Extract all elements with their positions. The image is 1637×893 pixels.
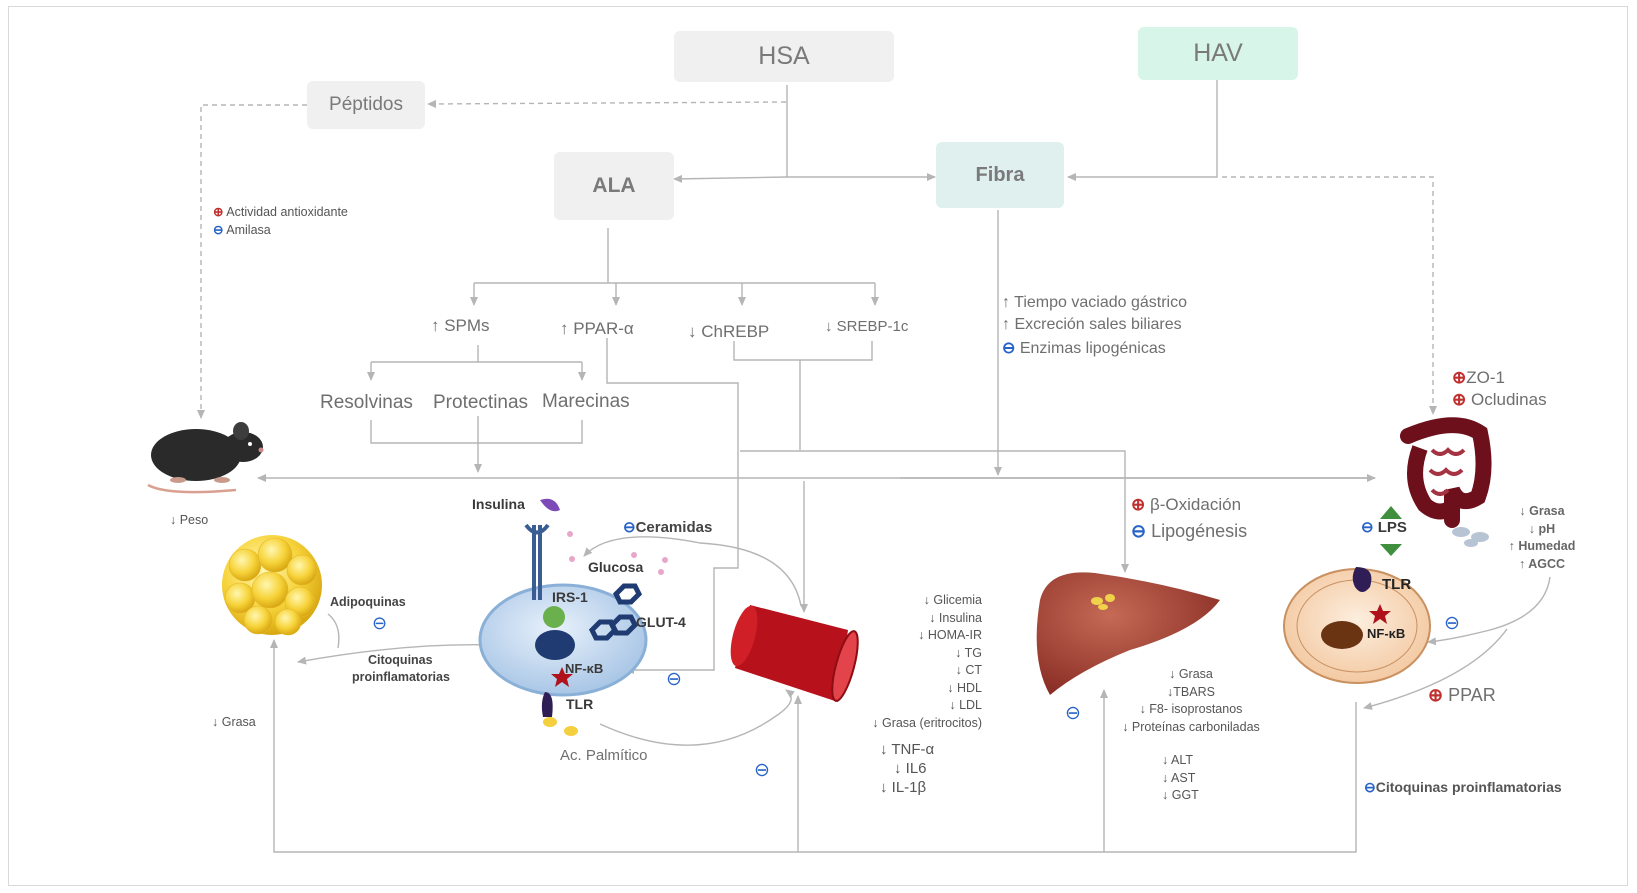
insulina-label: Insulina <box>472 496 525 512</box>
gut-tlr-label: TLR <box>1382 576 1412 593</box>
liver-decrease: ⊖ <box>1065 703 1081 724</box>
weight-label: ↓ Peso <box>170 513 209 527</box>
srebp-label: ↓ SREBP-1c <box>825 318 909 335</box>
ala-box: ALA <box>554 152 674 220</box>
protectinas-label: Protectinas <box>433 392 529 413</box>
ocludinas-label: ⊕ Ocludinas <box>1452 390 1547 409</box>
gut-effect: ↓ pH <box>1528 521 1556 536</box>
blood-marker: ↓ HOMA-IR <box>918 628 982 642</box>
hav-box: HAV <box>1138 27 1298 80</box>
gut-effect: ↑ Humedad <box>1508 539 1576 553</box>
liver-markers-list: ↓ Grasa ↓TBARS ↓ F8- isoprostanos ↓ Prot… <box>1106 666 1276 736</box>
intestine-icon <box>1400 417 1492 547</box>
lps-label: ⊖ LPS <box>1361 519 1407 536</box>
blood-marker: ↓ LDL <box>949 698 982 712</box>
blood-marker: ↓ Insulina <box>929 610 982 625</box>
gut-effect: ↓ Grasa <box>1519 504 1565 518</box>
gut-nfkb-label: NF-κB <box>1367 626 1406 641</box>
irs1-label: IRS-1 <box>552 589 588 605</box>
liver-marker: ↓ Grasa <box>1169 667 1213 681</box>
fibra-effect-enzymes: ⊖ Enzimas lipogénicas <box>1002 340 1166 357</box>
adipoquinas-label: Adipoquinas <box>330 595 406 609</box>
gut-citoquinas-label: ⊖Citoquinas proinflamatorias <box>1364 779 1562 795</box>
cell-icon <box>478 498 668 736</box>
blood-marker: ↓ TG <box>955 645 982 660</box>
mouse-icon <box>147 422 264 494</box>
spms-label: ↑ SPMs <box>431 316 490 335</box>
adipose-tissue-icon <box>222 535 322 636</box>
blood-marker: ↓ HDL <box>947 680 982 695</box>
gut-decrease: ⊖ <box>1444 613 1460 634</box>
fibra-effect-bile: ↑ Excreción sales biliares <box>1002 316 1182 333</box>
liver-marker: ↓TBARS <box>1167 684 1215 699</box>
marecinas-label: Marecinas <box>542 391 630 412</box>
liver-icon <box>1036 572 1220 695</box>
glut4-label: GLUT-4 <box>636 614 686 630</box>
liver-enzyme: ↓ AST <box>1162 770 1196 785</box>
liver-marker: ↓ Proteínas carboniladas <box>1122 719 1260 734</box>
palmitic-decrease: ⊖ <box>754 760 770 781</box>
fibra-box: Fibra <box>936 142 1064 208</box>
citoquinas-label-2: proinflamatorias <box>352 670 450 684</box>
liver-enzymes-list: ↓ ALT ↓ AST ↓ GGT <box>1162 752 1199 805</box>
resolvinas-label: Resolvinas <box>320 392 413 413</box>
macrophage-icon <box>1283 506 1431 684</box>
blood-marker: ↓ CT <box>955 663 982 677</box>
cell-ppar-decrease: ⊖ <box>666 669 682 690</box>
blood-cytokines-list: ↓ TNF-α ↓ IL6 ↓ IL-1β <box>880 740 934 797</box>
ppar-alpha-label: ↑ PPAR-α <box>560 319 634 338</box>
hsa-box: HSA <box>674 31 894 82</box>
fibra-effect-gastric: ↑ Tiempo vaciado gástrico <box>1002 294 1187 311</box>
ppar-label: ⊕ PPAR <box>1428 685 1496 705</box>
blood-marker: ↓ Glicemia <box>923 593 982 607</box>
gut-effect: ↑ AGCC <box>1518 556 1566 571</box>
liver-marker: ↓ F8- isoprostanos <box>1139 702 1243 716</box>
palmitico-label: Ac. Palmítico <box>560 747 648 764</box>
blood-cytokine: ↓ TNF-α <box>880 741 935 758</box>
figure-frame <box>8 6 1628 886</box>
blood-cytokine: ↓ IL6 <box>894 760 927 777</box>
cell-tlr-label: TLR <box>566 696 594 712</box>
antioxidant-label: ⊕ Actividad antioxidante <box>213 205 348 219</box>
blood-marker: ↓ Grasa (eritrocitos) <box>872 715 982 730</box>
lipogenesis-label: ⊖ Lipogénesis <box>1131 521 1248 541</box>
liver-enzyme: ↓ ALT <box>1162 753 1194 767</box>
blood-markers-list: ↓ Glicemia ↓ Insulina ↓ HOMA-IR ↓ TG ↓ C… <box>852 592 982 732</box>
liver-enzyme: ↓ GGT <box>1162 788 1199 802</box>
zo1-label: ⊕ZO-1 <box>1452 368 1505 387</box>
adipoquinas-decrease: ⊖ <box>372 613 388 633</box>
amylase-label: ⊖ Amilasa <box>213 223 271 237</box>
beta-oxidation-label: ⊕ β-Oxidación <box>1131 495 1242 514</box>
citoquinas-label-1: Citoquinas <box>368 653 433 667</box>
adipose-fat-label: ↓ Grasa <box>212 715 256 729</box>
gut-effects-list: ↓ Grasa ↓ pH ↑ Humedad ↑ AGCC <box>1502 503 1582 573</box>
blood-cytokine: ↓ IL-1β <box>880 779 927 796</box>
blood-vessel-icon <box>730 605 859 702</box>
glucosa-label: Glucosa <box>588 559 644 575</box>
peptidos-box: Péptidos <box>307 81 425 129</box>
chrebp-label: ↓ ChREBP <box>688 322 770 341</box>
ceramidas-label: ⊖Ceramidas <box>623 519 713 536</box>
cell-nfkb-label: NF-κB <box>565 661 604 676</box>
